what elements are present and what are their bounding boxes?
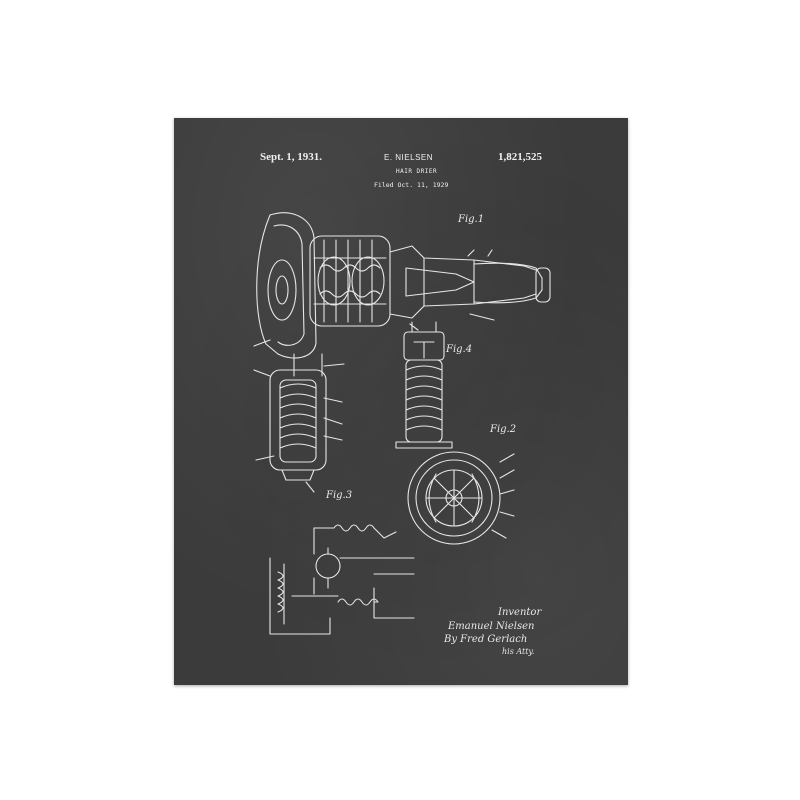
signature-inventor-line: Inventor bbox=[498, 607, 542, 618]
figure-1-label: Fig.1 bbox=[458, 214, 485, 225]
patent-title: HAIR DRIER bbox=[396, 168, 438, 175]
figure-4-label: Fig.4 bbox=[446, 344, 473, 355]
signature-atty-line: his Atty. bbox=[502, 646, 535, 656]
chalkboard-texture bbox=[174, 118, 628, 685]
figure-4-drawing bbox=[395, 321, 453, 449]
figure-3-drawing bbox=[269, 524, 415, 635]
figure-1-drawing bbox=[253, 212, 551, 493]
inventor-signature: Inventor Emanuel Nielsen By Fred Gerlach… bbox=[444, 606, 541, 657]
patent-number: 1,821,525 bbox=[498, 151, 542, 163]
signature-attorney-line: By Fred Gerlach bbox=[444, 634, 528, 645]
figure-2-drawing bbox=[407, 451, 515, 545]
signature-name-line: Emanuel Nielsen bbox=[448, 620, 535, 632]
hair-drier-drawing bbox=[253, 212, 551, 635]
figure-3-label: Fig.3 bbox=[326, 490, 353, 501]
patent-print-frame: Sept. 1, 1931. E. NIELSEN HAIR DRIER Fil… bbox=[174, 118, 628, 685]
figure-2-label: Fig.2 bbox=[490, 424, 517, 435]
patent-inventor: E. NIELSEN bbox=[384, 153, 434, 162]
patent-date: Sept. 1, 1931. bbox=[260, 151, 323, 163]
patent-filed-date: Filed Oct. 11, 1929 bbox=[374, 181, 449, 189]
